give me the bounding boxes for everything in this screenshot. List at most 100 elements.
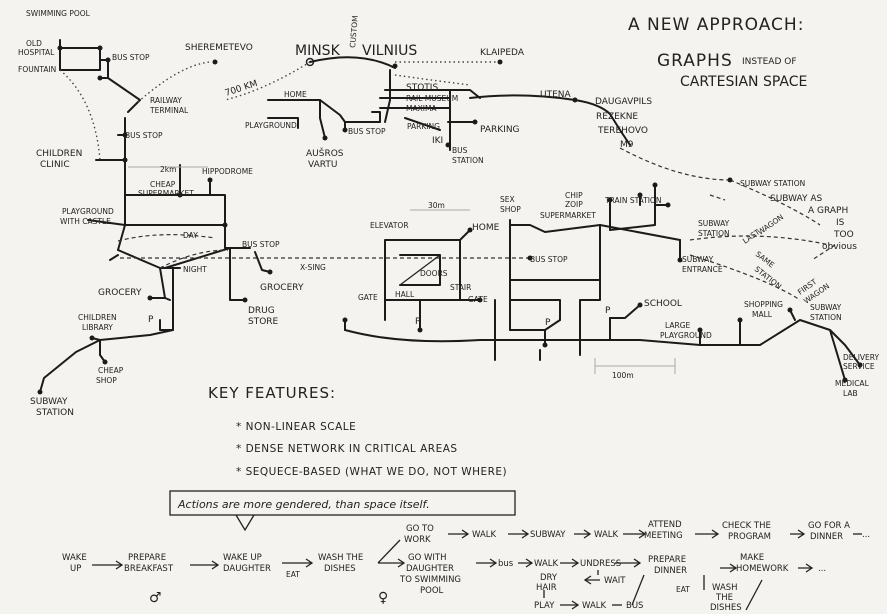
- seq-wake-daughter-1: WAKE UP: [223, 553, 262, 563]
- seq-wake-up-1: WAKE: [62, 553, 87, 563]
- title-line1: A NEW APPROACH:: [628, 15, 804, 35]
- label-utena: UTENA: [540, 90, 572, 100]
- label-vilnius: VILNIUS: [362, 43, 417, 59]
- seq-walk-2: WALK: [594, 530, 618, 540]
- label-lab: LAB: [843, 389, 858, 398]
- label-fountain: FOUNTAIN: [18, 65, 56, 74]
- label-iki: IKI: [432, 136, 443, 146]
- seq-go-with-daughter-2: DAUGHTER: [406, 564, 454, 574]
- seq-check-program-2: PROGRAM: [728, 532, 771, 542]
- seq-wash-the-dishes-1: WASH: [712, 583, 738, 593]
- label-terminal: TERMINAL: [149, 106, 189, 115]
- note-pointer: [236, 515, 254, 530]
- title-line3: CARTESIAN SPACE: [680, 74, 807, 90]
- seq-go-with-daughter-1: GO WITH: [408, 553, 446, 563]
- label-grocery-right: GROCERY: [260, 283, 304, 293]
- label-subway-right-2: STATION: [810, 313, 842, 322]
- label-2km: 2km: [160, 165, 176, 174]
- seq-wash-dishes-2: DISHES: [324, 564, 356, 574]
- label-children-clinic-2: CLINIC: [40, 160, 70, 170]
- label-subway-1: SUBWAY: [698, 219, 730, 228]
- seq-ellipsis-2: ...: [818, 564, 826, 574]
- label-hippodrome: HIPPODROME: [202, 167, 253, 176]
- label-railway: RAILWAY: [150, 96, 182, 105]
- label-swimming-pool: SWIMMING POOL: [26, 9, 91, 18]
- label-subway-station-left-2: STATION: [36, 408, 74, 418]
- seq-wash-dishes-1: WASH THE: [318, 553, 363, 563]
- seq-undress: UNDRESS: [580, 559, 621, 569]
- label-children-clinic-1: CHILDREN: [36, 149, 82, 159]
- seq-walk-4: WALK: [582, 601, 606, 611]
- label-30m: 30m: [428, 201, 445, 210]
- label-children-library-2: LIBRARY: [82, 323, 113, 332]
- label-cheap: CHEAP: [150, 180, 176, 189]
- label-day: DAY: [183, 231, 198, 240]
- label-playground-top: PLAYGROUND: [245, 121, 297, 130]
- label-shop: SHOP: [500, 205, 521, 214]
- label-hall: HALL: [395, 290, 415, 299]
- label-chip: CHIP: [565, 191, 583, 200]
- label-maxima: MAXIMA: [406, 104, 437, 113]
- label-subway-graph-3: IS: [836, 218, 845, 228]
- label-klaipeda: KLAIPEDA: [480, 48, 525, 58]
- seq-wash-the-dishes-3: DISHES: [710, 603, 742, 613]
- key-item-3: * SEQUECE-BASED (WHAT WE DO, NOT WHERE): [236, 466, 507, 478]
- label-old-1: OLD: [26, 39, 42, 48]
- male-symbol: ♂: [149, 590, 162, 606]
- seq-ellipsis-1: ...: [862, 530, 870, 540]
- seq-wait: WAIT: [604, 576, 626, 586]
- label-subway-graph-4: TOO: [833, 230, 854, 240]
- label-doors: DOORS: [420, 269, 448, 278]
- title-line2: GRAPHS: [657, 51, 733, 71]
- seq-dry-hair-1: DRY: [540, 573, 558, 583]
- label-bus-station-1: BUS: [452, 146, 468, 155]
- seq-attend-meeting-1: ATTEND: [648, 520, 682, 530]
- label-home-top: HOME: [284, 90, 307, 99]
- label-children-library-1: CHILDREN: [78, 313, 117, 322]
- label-bus-station-2: STATION: [452, 156, 484, 165]
- seq-wake-up-2: UP: [70, 564, 81, 574]
- label-parking-left: P: [148, 315, 154, 325]
- key-features-heading: KEY FEATURES:: [208, 384, 336, 402]
- label-gate-right: GATE: [468, 295, 488, 304]
- seq-go-with-daughter-3: TO SWIMMING: [399, 575, 461, 585]
- label-train-station: TRAIN STATION: [604, 196, 661, 205]
- seq-go-to-work-1: GO TO: [406, 524, 434, 534]
- label-gate-left: GATE: [358, 293, 378, 302]
- label-playground-castle-2: WITH CASTLE: [60, 217, 111, 226]
- key-item-2: * DENSE NETWORK IN CRITICAL AREAS: [236, 443, 458, 455]
- label-100m: 100m: [612, 371, 634, 380]
- seq-eat-1: EAT: [286, 570, 300, 579]
- seq-go-dinner-2: DINNER: [810, 532, 843, 542]
- label-rezekne: REZEKNE: [596, 112, 638, 122]
- seq-make-homework-1: MAKE: [740, 553, 764, 563]
- label-night: NIGHT: [183, 265, 207, 274]
- label-zoip: ZOIP: [565, 200, 583, 209]
- label-store: STORE: [248, 317, 279, 327]
- label-playground-large: PLAYGROUND: [660, 331, 712, 340]
- seq-subway: SUBWAY: [530, 530, 566, 540]
- label-subway-graph-2: A GRAPH: [808, 206, 848, 216]
- label-stotis: STOTIS: [406, 83, 438, 93]
- seq-eat-2: EAT: [676, 585, 690, 594]
- seq-prepare-breakfast-2: BREAKFAST: [124, 564, 174, 574]
- label-bus-stop-2: BUS STOP: [125, 131, 163, 140]
- seq-walk-1: WALK: [472, 530, 496, 540]
- label-supermarket: SUPERMARKET: [138, 189, 194, 198]
- label-ausros: AUŠROS: [306, 147, 344, 159]
- label-elevator: ELEVATOR: [370, 221, 409, 230]
- label-subway-entrance-1: SUBWAY: [682, 255, 714, 264]
- label-last-wagon-2: WAGON: [756, 212, 785, 236]
- label-subway-station-top: SUBWAY STATION: [740, 179, 805, 188]
- seq-walk-3: WALK: [534, 559, 558, 569]
- label-medical: MEDICAL: [835, 379, 870, 388]
- title-line2b: INSTEAD OF: [742, 57, 797, 67]
- seq-prepare-dinner-2: DINNER: [654, 566, 687, 576]
- label-minsk: MINSK: [295, 43, 341, 59]
- label-sheremetevo: SHEREMETEVO: [185, 43, 253, 53]
- gender-note: Actions are more gendered, than space it…: [177, 498, 430, 511]
- seq-bus-upper: BUS: [626, 601, 643, 611]
- label-subway-station-left-1: SUBWAY: [30, 397, 68, 407]
- label-station-1: STATION: [698, 229, 730, 238]
